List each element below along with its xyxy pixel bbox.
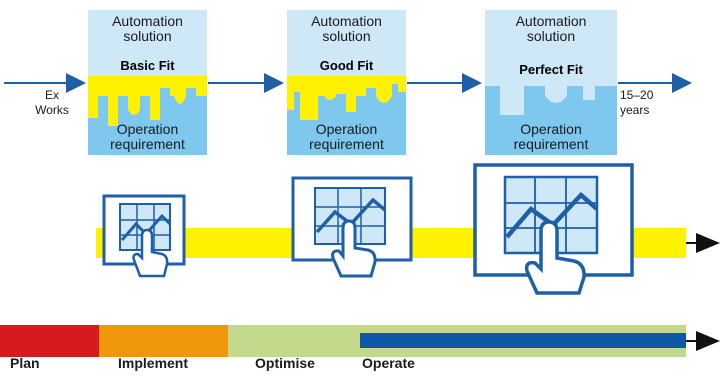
- phase-bar: [0, 325, 720, 357]
- years-label: 15–20 years: [620, 88, 654, 117]
- fit-box-perfect: [485, 10, 617, 155]
- phase-label-optimise: Optimise: [255, 355, 315, 371]
- phase-bar-implement: [99, 325, 228, 357]
- box-perfect-fit-label: Perfect Fit: [519, 62, 583, 77]
- phase-label-plan: Plan: [10, 355, 40, 371]
- phase-label-operate: Operate: [362, 355, 415, 371]
- fit-box-basic: [88, 10, 207, 155]
- touchscreen-chart-icon: [102, 194, 186, 278]
- touchscreen-chart-icon: [473, 163, 634, 295]
- touchscreen-chart-icon: [291, 176, 413, 278]
- ex-works-label: Ex Works: [35, 88, 69, 117]
- phase-label-implement: Implement: [118, 355, 189, 371]
- fit-box-good: [287, 10, 406, 155]
- phase-bar-operate: [360, 333, 686, 348]
- phase-bar-plan: [0, 325, 99, 357]
- box-basic-fit-label: Basic Fit: [120, 58, 175, 73]
- box-good-fit-label: Good Fit: [319, 58, 374, 73]
